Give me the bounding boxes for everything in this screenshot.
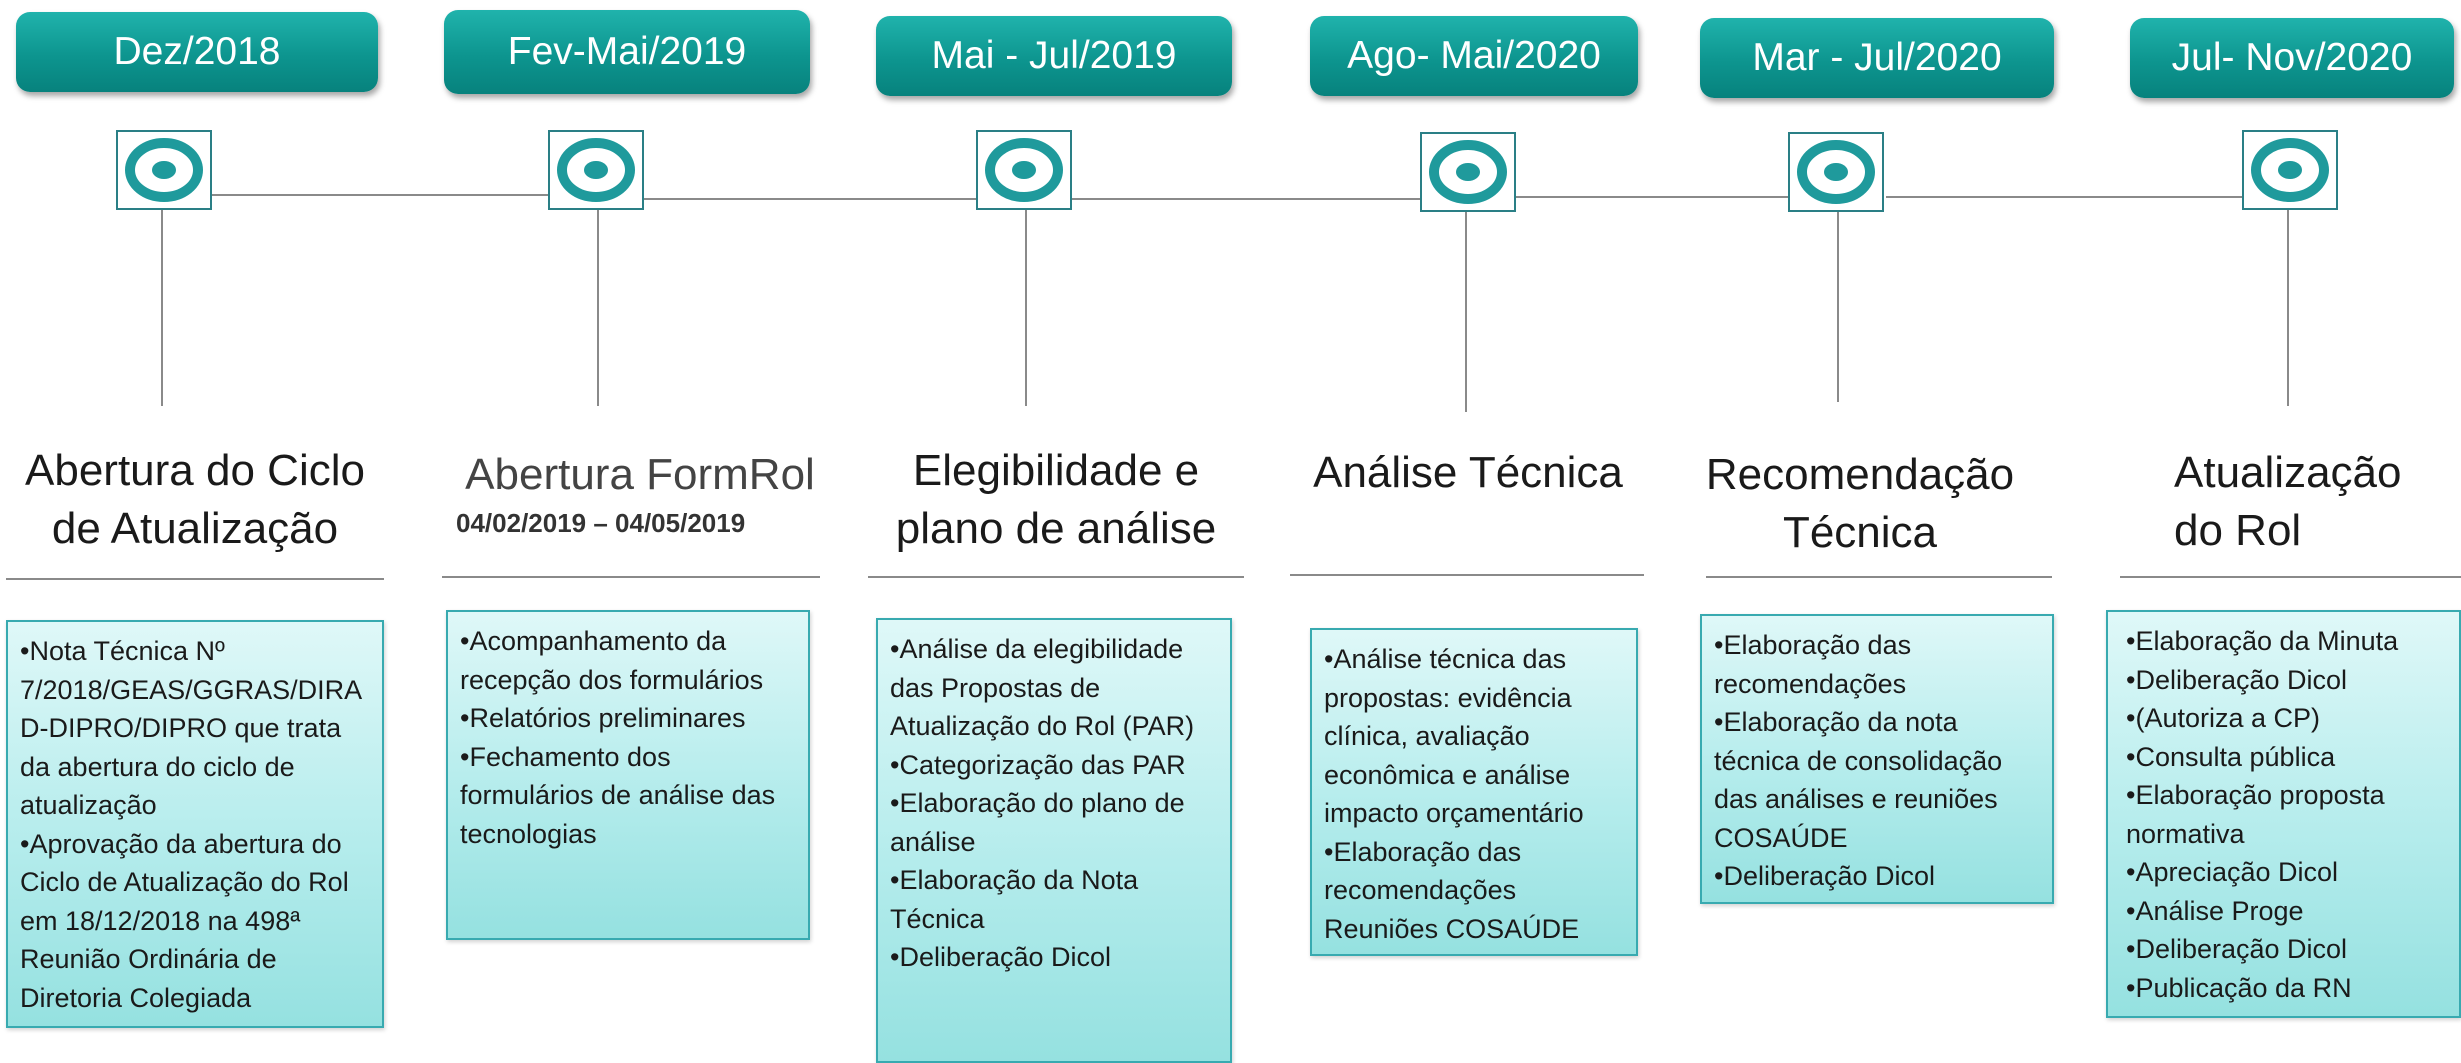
detail-item: •Elaboração das recomendações Reuniões C… <box>1324 836 1580 944</box>
stage-title-underline <box>868 576 1244 578</box>
stage-detail-box: •Elaboração das recomendações •Elaboraçã… <box>1700 614 2054 904</box>
stage-title-underline <box>6 578 384 580</box>
detail-item: •Análise Proge <box>2126 895 2304 926</box>
detail-item: •Deliberação Dicol <box>890 942 1112 972</box>
timeline-connector <box>1516 196 1788 198</box>
stage-title: Abertura FormRol <box>465 450 815 499</box>
stage-marker-icon <box>2242 130 2338 210</box>
stage-date-pill: Mai - Jul/2019 <box>876 16 1232 96</box>
stage-title-underline <box>442 576 820 578</box>
detail-item: •Elaboração da nota técnica de consolida… <box>1714 707 2010 853</box>
stage-stem <box>1025 210 1027 406</box>
stage-date-pill: Fev-Mai/2019 <box>444 10 810 94</box>
detail-item: •Análise técnica das propostas: evidênci… <box>1324 644 1584 828</box>
stage-marker-icon <box>1788 132 1884 212</box>
stage-subtitle: 04/02/2019 – 04/05/2019 <box>456 508 746 538</box>
stage-detail-box: •Elaboração da Minuta •Deliberação Dicol… <box>2106 610 2461 1018</box>
stage-stem <box>1465 212 1467 412</box>
stage-stem <box>597 210 599 406</box>
stage-stem <box>1837 212 1839 402</box>
detail-item: •Elaboração das recomendações <box>1714 630 1919 699</box>
stage-detail-box: •Análise técnica das propostas: evidênci… <box>1310 628 1638 956</box>
stage-marker-icon <box>976 130 1072 210</box>
detail-item: •Deliberação Dicol <box>2126 934 2348 964</box>
stage-title-underline <box>1706 576 2052 578</box>
detail-item: •Consulta pública <box>2126 741 2336 772</box>
stage-detail-box: •Acompanhamento da recepção dos formulár… <box>446 610 810 940</box>
stage-stem <box>2287 210 2289 406</box>
detail-item: •(Autoriza a CP) <box>2126 703 2321 733</box>
detail-item: •Elaboração da Minuta <box>2126 626 2399 656</box>
stage-stem <box>161 210 163 406</box>
detail-item: •Elaboração do plano de análise <box>890 788 1193 857</box>
detail-item: •Nota Técnica Nº 7/2018/GEAS/GGRAS/DIRAD… <box>20 636 363 820</box>
stage-date-pill: Ago- Mai/2020 <box>1310 16 1638 96</box>
stage-title-underline <box>2120 576 2461 578</box>
stage-date-pill: Jul- Nov/2020 <box>2130 18 2454 98</box>
stage-date-pill: Dez/2018 <box>16 12 378 92</box>
detail-item: •Acompanhamento da recepção dos formulár… <box>460 626 764 695</box>
detail-item: •Elaboração proposta normativa <box>2126 780 2393 849</box>
detail-item: •Elaboração da Nota Técnica <box>890 865 1146 934</box>
stage-marker-icon <box>548 130 644 210</box>
stage-detail-box: •Análise da elegibilidade das Propostas … <box>876 618 1232 1063</box>
stage-detail-box: •Nota Técnica Nº 7/2018/GEAS/GGRAS/DIRAD… <box>6 620 384 1028</box>
stage-marker-icon <box>116 130 212 210</box>
detail-item: •Aprovação da abertura do Ciclo de Atual… <box>20 828 357 1013</box>
stage-date-pill: Mar - Jul/2020 <box>1700 18 2054 98</box>
timeline-connector <box>642 198 978 200</box>
detail-item: •Deliberação Dicol <box>2126 664 2348 695</box>
timeline-connector <box>1886 196 2242 198</box>
stage-marker-icon <box>1420 132 1516 212</box>
stage-title: Análise Técnica <box>1313 448 1623 497</box>
detail-item: •Publicação da RN <box>2126 972 2352 1003</box>
detail-item: •Apreciação Dicol <box>2126 857 2339 887</box>
detail-item: •Análise da elegibilidade das Propostas … <box>890 634 1195 741</box>
detail-item: •Relatórios preliminares <box>460 703 746 733</box>
detail-item: •Deliberação Dicol <box>1714 861 1936 891</box>
detail-item: •Categorização das PAR <box>890 749 1186 780</box>
stage-title-underline <box>1290 574 1644 576</box>
timeline-connector <box>212 194 552 196</box>
timeline-connector <box>1072 198 1422 200</box>
detail-item: •Fechamento dos formulários de análise d… <box>460 741 783 849</box>
